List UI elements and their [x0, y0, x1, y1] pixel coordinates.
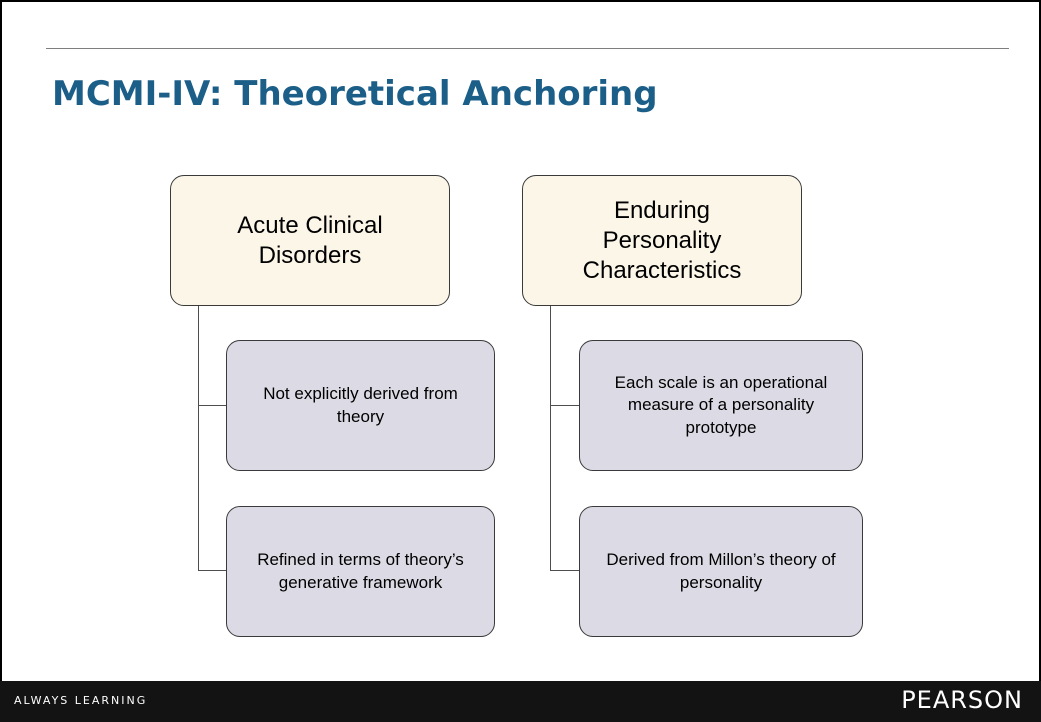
top-divider — [46, 48, 1009, 49]
item-box-right-1: Each scale is an operational measure of … — [579, 340, 863, 471]
item-box-text: Refined in terms of theory’s generative … — [257, 550, 464, 592]
right-branch-connector-2 — [550, 570, 579, 571]
left-branch-connector-2 — [198, 570, 227, 571]
heading-box-enduring-personality: Enduring Personality Characteristics — [522, 175, 802, 306]
item-box-left-1: Not explicitly derived from theory — [226, 340, 495, 471]
right-branch-vertical-line — [550, 306, 551, 571]
item-box-text: Each scale is an operational measure of … — [614, 373, 828, 437]
heading-box-label: Acute Clinical Disorders — [237, 211, 383, 269]
item-box-right-2: Derived from Millon’s theory of personal… — [579, 506, 863, 637]
left-branch-connector-1 — [198, 405, 227, 406]
left-branch-vertical-line — [198, 306, 199, 571]
footer-tagline: ALWAYS LEARNING — [14, 694, 148, 707]
heading-box-acute-clinical-disorders: Acute Clinical Disorders — [170, 175, 450, 306]
pearson-logo: PEARSON — [901, 686, 1023, 714]
item-box-text: Derived from Millon’s theory of personal… — [606, 550, 836, 592]
heading-box-label: Enduring Personality Characteristics — [582, 196, 742, 284]
item-box-text: Not explicitly derived from theory — [263, 384, 458, 426]
footer-bar: ALWAYS LEARNING PEARSON — [0, 681, 1041, 722]
right-branch-connector-1 — [550, 405, 579, 406]
slide-title: MCMI-IV: Theoretical Anchoring — [52, 74, 658, 114]
item-box-left-2: Refined in terms of theory’s generative … — [226, 506, 495, 637]
